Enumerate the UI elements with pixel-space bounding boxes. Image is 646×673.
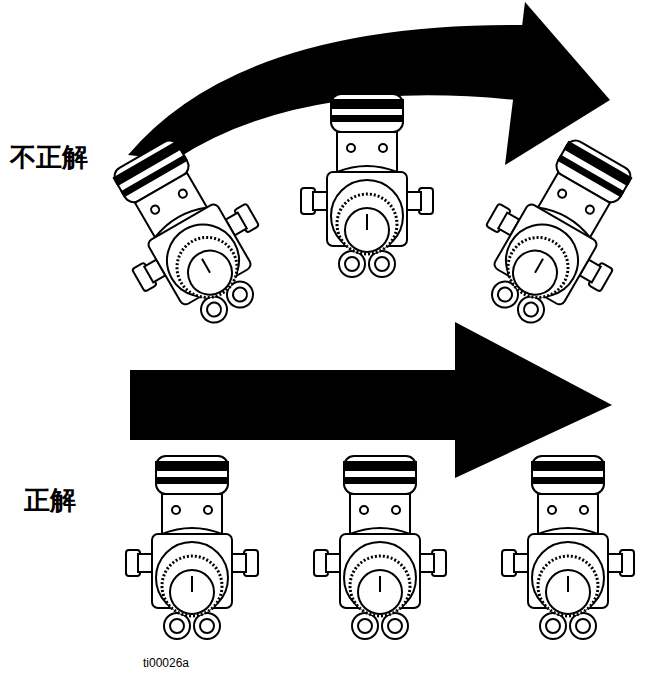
spray-gun bbox=[454, 122, 646, 346]
spray-gun bbox=[126, 456, 258, 639]
spray-gun bbox=[314, 456, 446, 639]
figure-id: ti00026a bbox=[143, 656, 189, 670]
verdict-label: 正解 bbox=[24, 485, 76, 515]
verdict-label: 不正解 bbox=[10, 142, 88, 172]
curved-arrow bbox=[128, 25, 525, 160]
curved-arrow-head bbox=[505, 2, 610, 165]
spray-gun bbox=[502, 456, 634, 639]
straight-arrow bbox=[130, 370, 460, 440]
spray-gun bbox=[85, 122, 291, 346]
label-wrap: 正解 bbox=[24, 483, 76, 518]
label-wrap: ti00026a bbox=[143, 653, 189, 671]
label-wrap: 不正解 bbox=[10, 140, 88, 175]
spray-gun bbox=[301, 94, 433, 277]
straight-arrow-head bbox=[455, 322, 612, 478]
